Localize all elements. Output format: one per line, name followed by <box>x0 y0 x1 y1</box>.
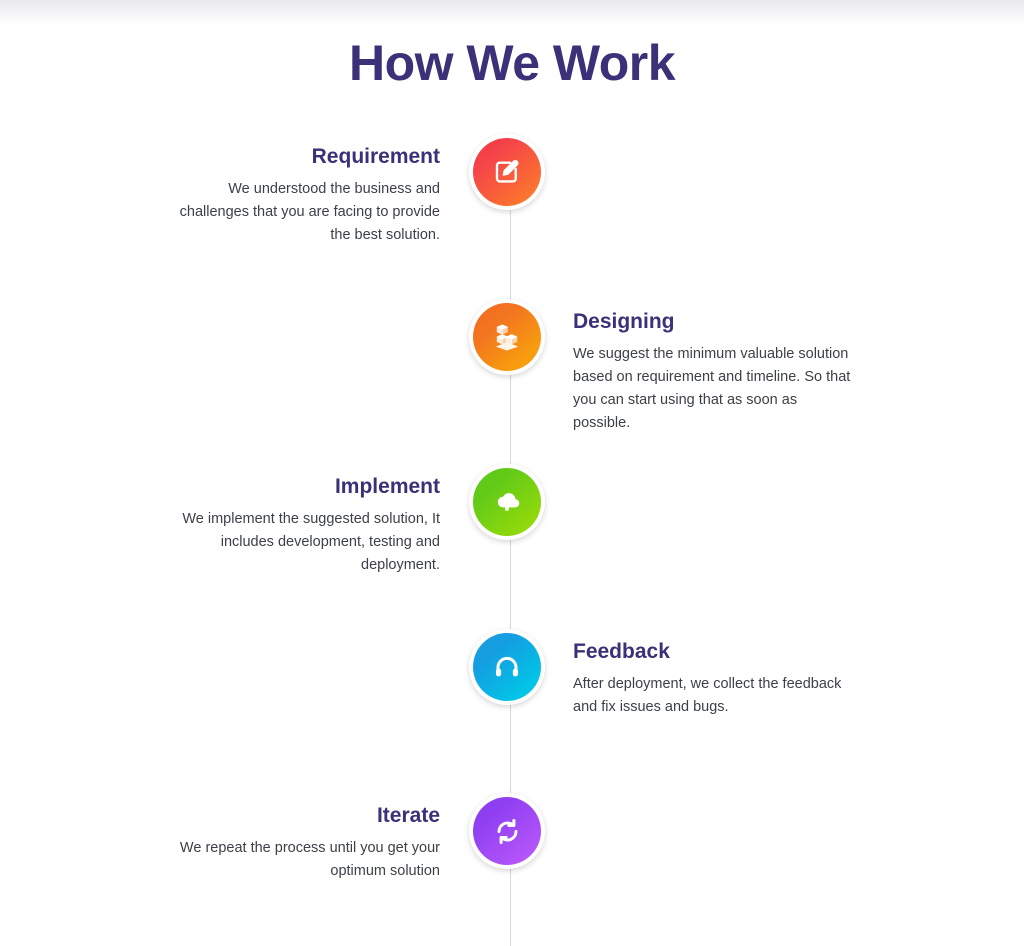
sync-refresh-icon <box>492 816 523 847</box>
step-title-iterate: Iterate <box>376 804 440 827</box>
step-description-designing: We suggest the minimum valuable solution… <box>573 346 851 431</box>
node-disc-iterate <box>473 797 541 865</box>
timeline-node-iterate[interactable] <box>469 793 545 869</box>
timeline-node-implement[interactable] <box>469 464 545 540</box>
node-disc-designing <box>473 303 541 371</box>
top-gradient-band <box>0 0 1024 26</box>
timeline-spine-line <box>510 172 511 946</box>
step-description-implement: We implement the suggested solution, It … <box>182 511 440 573</box>
cloud-upload-icon <box>491 486 523 518</box>
node-disc-feedback <box>473 633 541 701</box>
timeline-node-requirement[interactable] <box>469 134 545 210</box>
step-text-panel-requirement: Requirement We understood the business a… <box>160 144 440 247</box>
step-description-feedback: After deployment, we collect the feedbac… <box>573 676 842 715</box>
step-text-panel-implement: Implement We implement the suggested sol… <box>160 474 440 577</box>
node-disc-requirement <box>473 138 541 206</box>
step-text-panel-iterate: Iterate We repeat the process until you … <box>160 803 440 883</box>
page-title: How We Work <box>348 35 676 91</box>
timeline-node-designing[interactable] <box>469 299 545 375</box>
step-title-feedback: Feedback <box>573 640 670 663</box>
step-description-requirement: We understood the business and challenge… <box>179 181 440 243</box>
step-text-panel-designing: Designing We suggest the minimum valuabl… <box>573 309 853 435</box>
timeline-node-feedback[interactable] <box>469 629 545 705</box>
step-title-requirement: Requirement <box>311 145 440 168</box>
step-description-iterate: We repeat the process until you get your… <box>179 840 440 879</box>
headset-icon <box>492 652 522 682</box>
step-title-implement: Implement <box>334 475 440 498</box>
step-title-designing: Designing <box>573 310 675 333</box>
process-timeline: Requirement We understood the business a… <box>0 130 1024 946</box>
node-disc-implement <box>473 468 541 536</box>
step-text-panel-feedback: Feedback After deployment, we collect th… <box>573 639 853 719</box>
blocks-cubes-icon <box>492 322 522 352</box>
edit-square-icon <box>492 157 522 187</box>
